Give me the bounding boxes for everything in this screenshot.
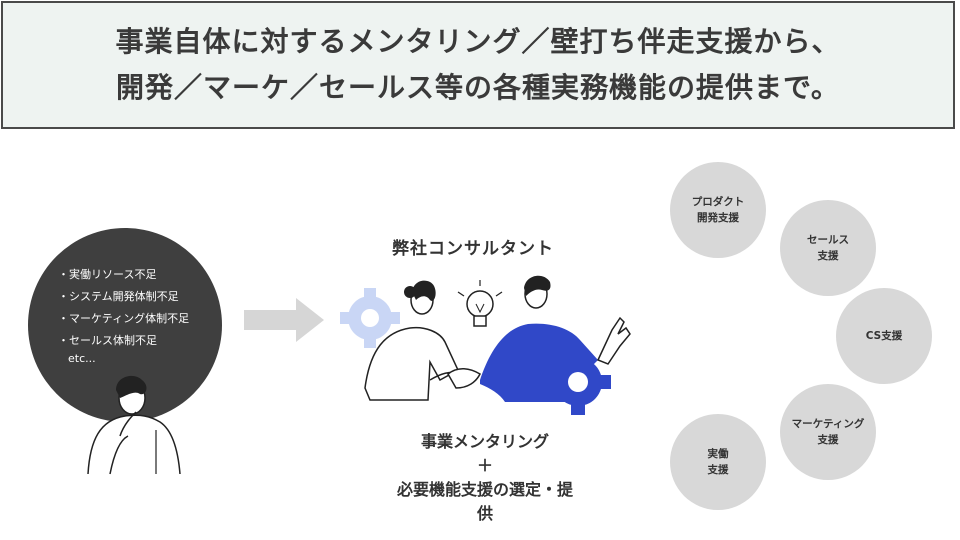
service-label: 支援 [817, 250, 839, 262]
lightbulb-icon [457, 280, 503, 327]
service-label: セールス [807, 234, 849, 246]
right-arrow-icon [244, 298, 324, 342]
caption-plus: ＋ [476, 456, 493, 475]
service-caption: 事業メンタリング ＋ 必要機能支援の選定・提 供 [360, 430, 610, 526]
service-label: 開発支援 [697, 212, 739, 224]
service-label: プロダクト [691, 196, 745, 208]
header-line-2: 開発／マーケ／セールス等の各種実務機能の提供まで。 [116, 71, 840, 104]
header-line-1: 事業自体に対するメンタリング／壁打ち伴走支援から、 [115, 25, 841, 58]
service-label: 支援 [707, 464, 729, 476]
handshake-hands [447, 368, 481, 389]
problem-item: ・実働リソース不足 [58, 268, 157, 281]
problem-item: ・システム開発体制不足 [58, 290, 179, 303]
gear-icon-blue [545, 349, 611, 415]
thinking-person-illustration [87, 375, 181, 475]
gear-icon-light [340, 288, 400, 348]
caption-line-1: 事業メンタリング [420, 432, 549, 451]
problem-item: ・セールス体制不足 [58, 334, 157, 347]
caption-line-2: 必要機能支援の選定・提 [396, 480, 573, 499]
problem-item: ・マーケティング体制不足 [58, 312, 190, 325]
service-circle-operations: 実働支援 [670, 414, 766, 510]
header-banner: 事業自体に対するメンタリング／壁打ち伴走支援から、 開発／マーケ／セールス等の各… [1, 1, 955, 129]
company-label: 弊社コンサルタント [392, 239, 554, 259]
service-label: マーケティング [791, 418, 865, 430]
caption-line-3: 供 [476, 504, 493, 523]
service-label: 支援 [817, 434, 839, 446]
service-circle-cs: CS支援 [836, 288, 932, 384]
service-circle-marketing: マーケティング支援 [780, 384, 876, 480]
problem-etc: etc... [68, 352, 96, 365]
handshake-illustration [340, 275, 631, 415]
service-label: CS支援 [865, 330, 903, 342]
service-label: 実働 [707, 448, 729, 460]
service-circle-sales: セールス支援 [780, 200, 876, 296]
service-circle-product-dev: プロダクト開発支援 [670, 162, 766, 258]
problem-list: ・実働リソース不足 ・システム開発体制不足 ・マーケティング体制不足 ・セールス… [58, 264, 189, 352]
